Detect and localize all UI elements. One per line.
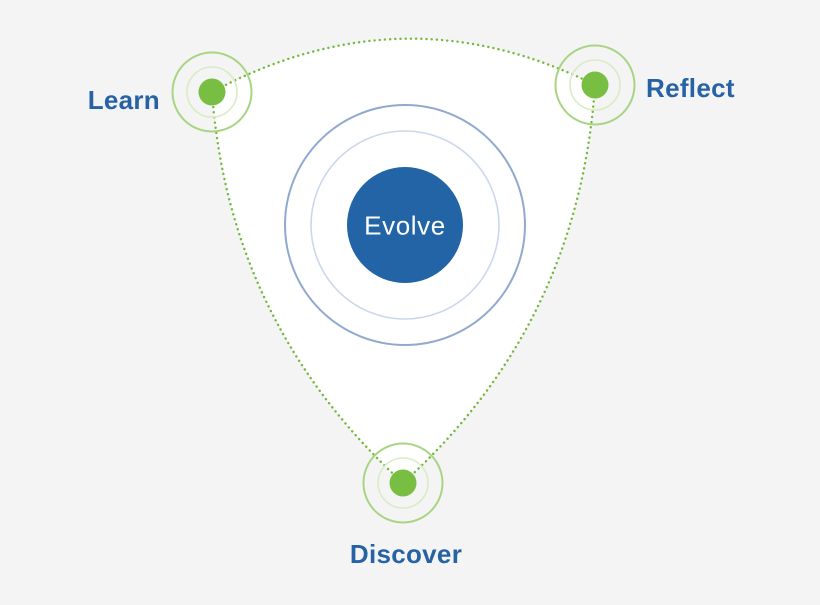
center-ring-inner — [310, 130, 500, 320]
learn-ring-outer — [171, 51, 253, 133]
reflect-ring-outer — [554, 44, 636, 126]
node-reflect — [554, 44, 636, 126]
triangle-dotted-border — [210, 37, 597, 485]
discover-ring-inner — [377, 457, 429, 509]
discover-ring-outer — [362, 442, 444, 524]
node-label-discover: Discover — [349, 539, 463, 569]
node-discover — [362, 442, 444, 524]
node-label-learn: Learn — [87, 85, 160, 115]
center-ring-outer — [284, 104, 526, 346]
discover-dot — [389, 469, 417, 497]
learn-ring-inner — [186, 66, 238, 118]
reflect-dot — [581, 71, 609, 99]
node-label-reflect: Reflect — [646, 73, 735, 103]
learn-dot — [198, 78, 226, 106]
reflect-ring-inner — [569, 59, 621, 111]
center-label: Evolve — [364, 210, 446, 241]
node-learn — [171, 51, 253, 133]
center-circle — [347, 167, 463, 283]
